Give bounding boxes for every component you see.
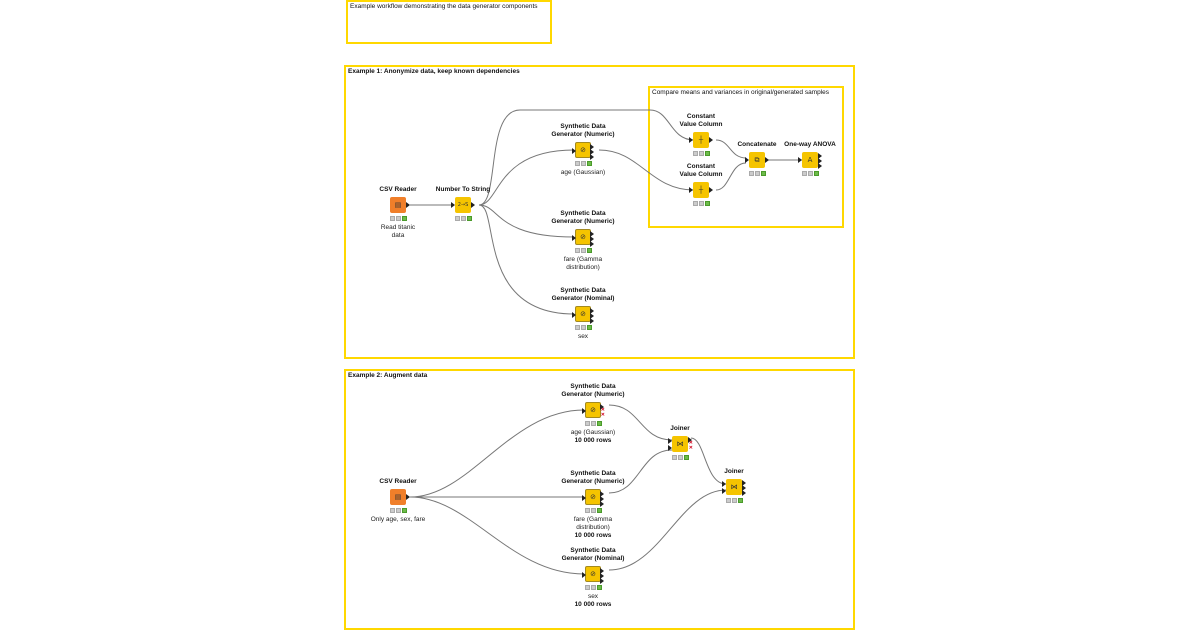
node-status [671,455,689,460]
node-label-rows: 10 000 rows [574,532,612,539]
joiner-icon[interactable]: ⋈ ✕✕ [668,436,693,452]
node-status [692,201,710,206]
node-title: Number To String [435,186,491,193]
node-generator2-sex[interactable]: Synthetic Data Generator (Nominal) ⊘ sex… [558,547,628,609]
annotation-example-1[interactable]: Example 1: Anonymize data, keep known de… [344,65,855,359]
node-title: Synthetic Data Generator (Numeric) [551,210,615,225]
concatenate-icon[interactable]: ⧉ [745,152,769,168]
file-table-icon[interactable]: ▤ [390,489,410,505]
data-generator-icon[interactable]: ⊘ [582,489,604,507]
constant-column-icon[interactable]: ┼ [689,182,713,198]
file-table-icon[interactable]: ▤ [390,197,410,213]
joiner-icon[interactable]: ⋈ [722,479,746,496]
node-label-rows: 10 000 rows [574,601,612,608]
node-title: Concatenate [737,141,777,148]
node-generator2-age[interactable]: Synthetic Data Generator (Numeric) ⊘ ✕✕ … [558,383,628,445]
node-title: CSV Reader [379,186,417,193]
node-constant-value-column-1[interactable]: Constant Value Column ┼ [666,113,736,156]
annotation-compare-text: Compare means and variances in original/… [652,89,830,96]
data-generator-icon[interactable]: ⊘ [582,566,604,584]
node-generator2-fare[interactable]: Synthetic Data Generator (Numeric) ⊘ far… [558,470,628,540]
annotation-example-2[interactable]: Example 2: Augment data [344,369,855,630]
node-one-way-anova[interactable]: One-way ANOVA A [775,141,845,176]
node-number-to-string[interactable]: Number To String 2→S [428,186,498,221]
node-title: Constant Value Column [679,113,723,128]
node-title: Synthetic Data Generator (Numeric) [561,383,625,398]
annotation-example-2-title: Example 2: Augment data [348,372,428,379]
node-generator-sex[interactable]: Synthetic Data Generator (Nominal) ⊘ sex [548,287,618,341]
annotation-example-1-title: Example 1: Anonymize data, keep known de… [348,68,520,75]
node-status [389,216,407,221]
node-csv-reader-2[interactable]: CSV Reader ▤ Only age, sex, fare [363,478,433,524]
node-status [454,216,472,221]
node-status [574,248,592,253]
data-generator-icon[interactable]: ⊘ ✕✕ [582,402,605,418]
annotation-intro-text: Example workflow demonstrating the data … [350,3,538,10]
node-status [725,498,743,503]
node-joiner-2[interactable]: Joiner ⋈ [699,468,769,503]
node-title: Joiner [724,468,744,475]
node-joiner-1[interactable]: Joiner ⋈ ✕✕ [645,425,715,460]
node-concatenate[interactable]: Concatenate ⧉ [722,141,792,176]
node-title: Synthetic Data Generator (Nominal) [551,287,615,302]
node-title: CSV Reader [379,478,417,485]
node-title: One-way ANOVA [784,141,836,148]
node-label: Read titanic data [380,224,416,239]
node-label: Only age, sex, fare [370,516,426,523]
node-status [748,171,766,176]
node-title: Synthetic Data Generator (Numeric) [561,470,625,485]
node-label: sex [587,593,599,600]
node-label-rows: 10 000 rows [574,437,612,444]
node-label: age (Gaussian) [570,429,616,436]
annotation-intro[interactable]: Example workflow demonstrating the data … [346,0,552,44]
number-to-string-icon[interactable]: 2→S [451,197,475,213]
node-status [801,171,819,176]
node-csv-reader-1[interactable]: CSV Reader ▤ Read titanic data [363,186,433,240]
node-title: Synthetic Data Generator (Numeric) [551,123,615,138]
node-title: Synthetic Data Generator (Nominal) [561,547,625,562]
node-status [389,508,407,513]
data-generator-icon[interactable]: ⊘ [572,306,594,324]
node-status [584,585,602,590]
data-generator-icon[interactable]: ⊘ [572,142,594,160]
node-title: Constant Value Column [679,163,723,178]
node-label: age (Gaussian) [560,169,606,176]
node-status [584,421,602,426]
node-status [584,508,602,513]
node-label: fare (Gamma distribution) [573,516,613,531]
anova-icon[interactable]: A [798,152,822,169]
node-status [574,161,592,166]
node-status [692,151,710,156]
node-title: Joiner [670,425,690,432]
node-constant-value-column-2[interactable]: Constant Value Column ┼ [666,163,736,206]
node-label: fare (Gamma distribution) [563,256,603,271]
node-status [574,325,592,330]
data-generator-icon[interactable]: ⊘ [572,229,594,247]
node-label: sex [577,333,589,340]
node-generator-fare[interactable]: Synthetic Data Generator (Numeric) ⊘ far… [548,210,618,272]
constant-column-icon[interactable]: ┼ [689,132,713,148]
node-generator-age[interactable]: Synthetic Data Generator (Numeric) ⊘ age… [548,123,618,177]
